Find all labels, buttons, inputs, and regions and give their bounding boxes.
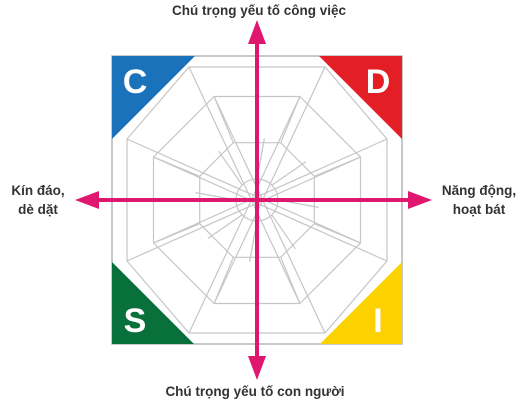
bottom-axis-label: Chú trọng yếu tố con người (165, 384, 344, 399)
quadrant-i-letter: I (373, 302, 382, 340)
left-axis-label-line2: dè dặt (18, 202, 58, 217)
quadrant-d-letter: D (366, 63, 391, 101)
web-spoke-inner (271, 161, 307, 186)
top-axis-label: Chú trọng yếu tố công việc (172, 3, 347, 18)
quadrant-d-triangle (319, 56, 402, 139)
web-spoke-outer (153, 156, 388, 262)
arrowhead-right (408, 191, 432, 209)
web-spoke-outer (126, 156, 361, 262)
web-spoke-outer (153, 138, 388, 244)
web-spoke-outer (188, 66, 301, 304)
left-axis-label-line1: Kín đáo, (11, 183, 64, 198)
axes (75, 20, 432, 380)
arrowhead-up (248, 20, 266, 44)
right-axis-label-line2: hoạt bát (453, 202, 506, 217)
web-spoke-inner (218, 150, 243, 186)
web-spoke-outer (213, 66, 326, 304)
quadrant-c-triangle (112, 56, 195, 139)
web-spoke-outer (126, 138, 361, 244)
quadrant-s-letter: S (124, 302, 147, 340)
web-spoke-inner (207, 214, 243, 239)
web-spoke-inner (271, 214, 296, 250)
arrowhead-down (248, 356, 266, 380)
web-spoke-outer (188, 96, 301, 334)
quadrant-c-letter: C (123, 63, 148, 101)
arrowhead-left (75, 191, 99, 209)
right-axis-label-line1: Năng động, (442, 183, 516, 198)
web-spoke-outer (213, 96, 326, 334)
quadrant-s-triangle (112, 262, 194, 344)
quadrant-i-triangle (320, 262, 402, 344)
